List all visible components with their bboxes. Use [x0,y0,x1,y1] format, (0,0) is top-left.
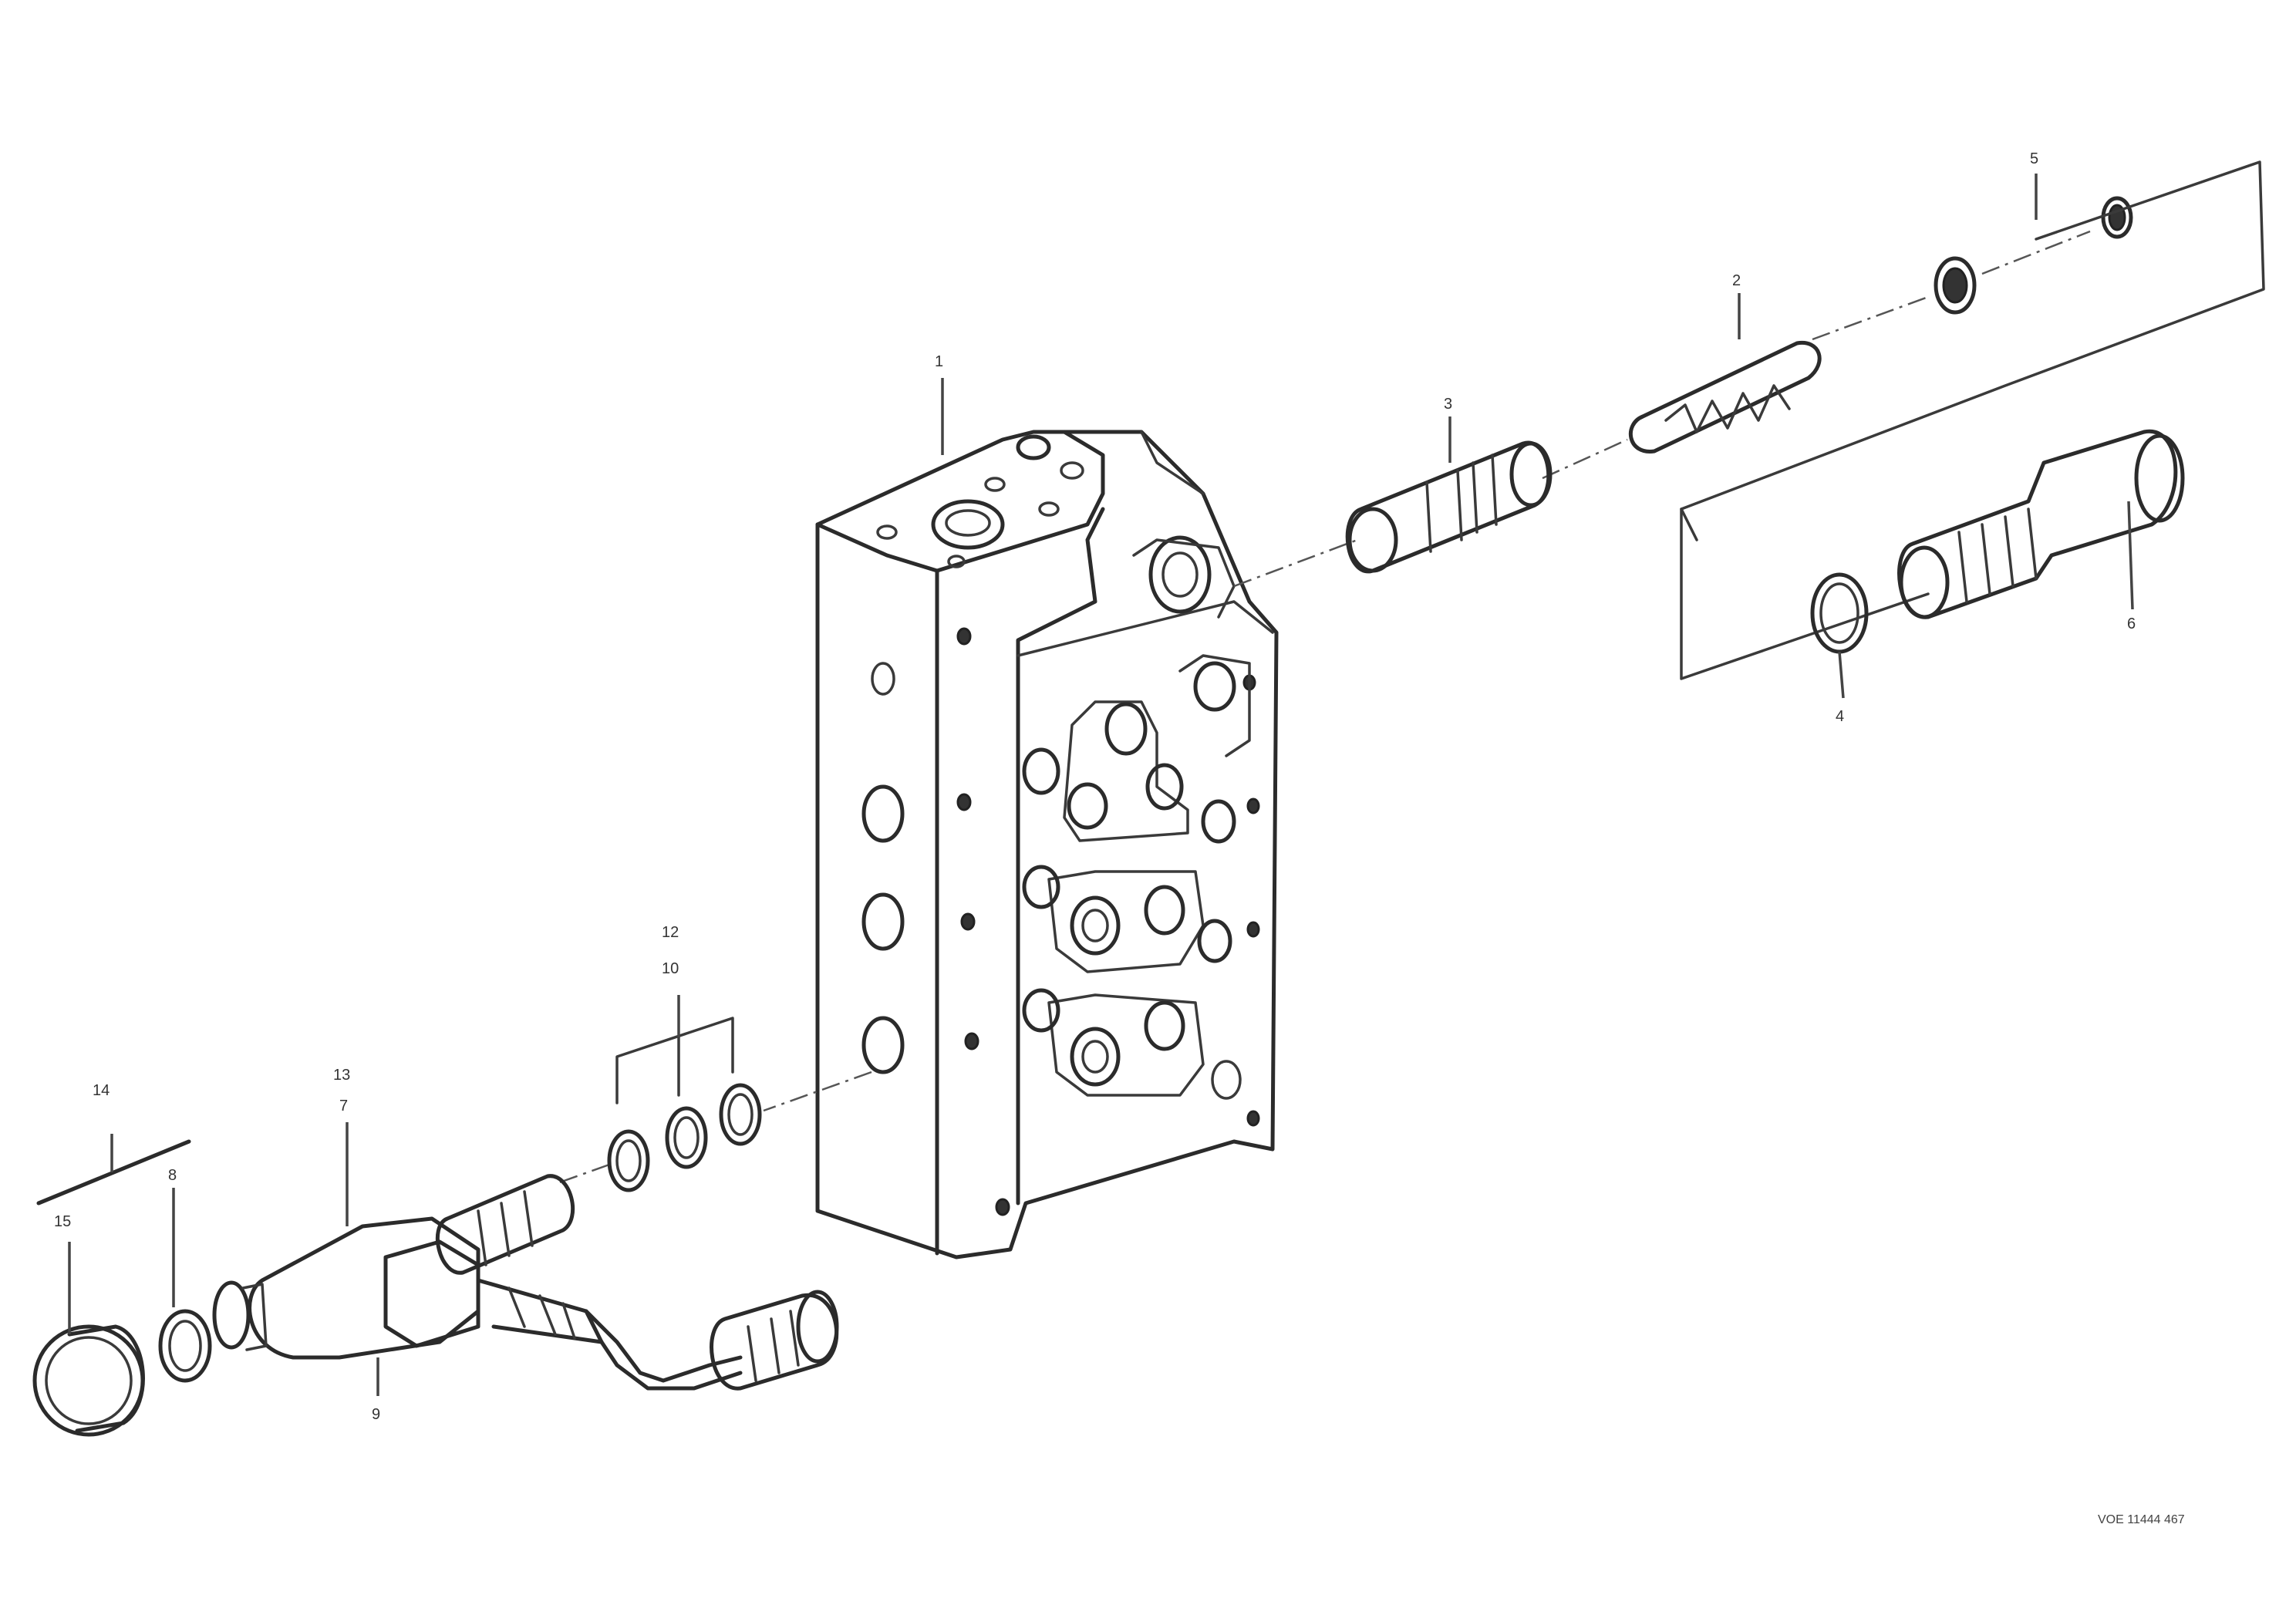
spring-part-2 [1629,341,1822,454]
o-ring-part-8 [158,1309,212,1383]
leader-lines [68,174,2134,1396]
callout-13: 13 [333,1067,350,1084]
cap-part-15 [32,1324,145,1437]
callout-5: 5 [2030,150,2038,167]
callout-9: 9 [372,1406,380,1423]
callout-12: 12 [662,924,679,941]
cartridge-part-13 [435,1174,575,1275]
spool-part-3 [1345,440,1553,574]
callout-3: 3 [1444,396,1452,413]
valve-block [815,430,1279,1259]
callout-8: 8 [168,1167,177,1184]
callout-2: 2 [1732,272,1741,289]
callout-15: 15 [54,1213,71,1230]
o-ring-part-4 [1810,572,1869,654]
callout-7: 7 [339,1098,348,1114]
solenoid-part-9 [212,1216,839,1391]
callouts: 1 3 2 5 6 4 12 10 13 7 9 8 14 15 [54,150,2136,1423]
drawing-reference: VOE 11444 467 [2098,1513,2185,1526]
threaded-plug-part-6 [1897,429,2185,619]
left-assembly [32,1017,872,1437]
callout-4: 4 [1836,708,1844,725]
reference-line-1: VOE 11444 467 [2098,1513,2185,1526]
callout-14: 14 [93,1082,110,1099]
o-rings-part-12 [607,1017,762,1192]
callout-1: 1 [935,353,943,370]
callout-10: 10 [662,960,679,977]
right-assembly [1233,160,2265,680]
callout-6: 6 [2127,615,2136,632]
